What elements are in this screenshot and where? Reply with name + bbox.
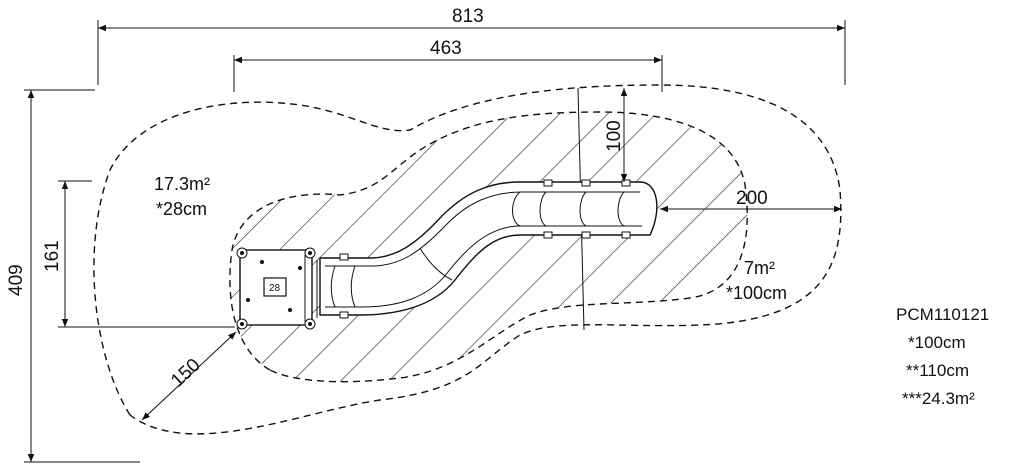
outer-safety-zone bbox=[93, 84, 842, 435]
small-zone-height: *100cm bbox=[726, 283, 787, 303]
large-zone-area: 17.3m² bbox=[154, 174, 210, 194]
large-zone-height: *28cm bbox=[156, 199, 207, 219]
slide bbox=[319, 179, 658, 319]
dim-total-height bbox=[24, 89, 140, 463]
dim-platform-height bbox=[58, 180, 235, 328]
platform-label: 28 bbox=[269, 283, 281, 294]
dim-total-height-label: 409 bbox=[6, 264, 27, 296]
dim-offset-diag-label: 150 bbox=[167, 355, 205, 392]
product-line-1: *100cm bbox=[908, 333, 966, 352]
product-line-2: **110cm bbox=[906, 361, 969, 380]
dim-inner-width-label: 463 bbox=[430, 38, 462, 59]
product-code: PCM110121 bbox=[896, 305, 989, 324]
dim-offset-top-label: 100 bbox=[604, 120, 625, 152]
product-line-3: ***24.3m² bbox=[902, 389, 975, 408]
platform bbox=[236, 247, 318, 330]
dim-platform-height-label: 161 bbox=[42, 240, 63, 272]
dim-total-width bbox=[97, 20, 846, 85]
dim-inner-width bbox=[233, 55, 663, 92]
small-zone-area: 7m² bbox=[744, 258, 775, 278]
dim-offset-right-label: 200 bbox=[736, 188, 768, 209]
dim-total-width-label: 813 bbox=[452, 6, 484, 27]
inner-hatched-zone bbox=[229, 111, 748, 383]
dim-offset-diag bbox=[141, 331, 237, 421]
